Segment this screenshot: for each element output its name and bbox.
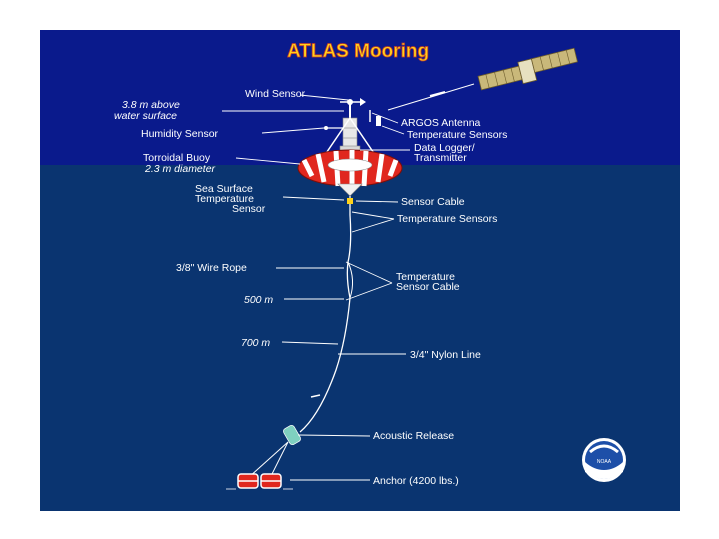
noaa-logo-text: NOAA — [597, 459, 612, 465]
label-depth-700: 700 m — [241, 337, 270, 349]
noaa-logo-icon: NOAA — [582, 438, 626, 482]
label-temp-cable-line1: Temperature — [396, 271, 455, 283]
diagram-title: ATLAS Mooring — [287, 41, 429, 62]
label-sst-line1: Sea Surface — [195, 183, 253, 195]
anchor-icon — [226, 473, 293, 490]
label-wire-rope: 3/8" Wire Rope — [176, 262, 247, 274]
label-temperature-sensors-mid: Temperature Sensors — [397, 213, 497, 225]
label-data-logger-line2: Transmitter — [414, 152, 467, 164]
ocean-background — [40, 165, 680, 511]
acoustic-release-icon — [283, 424, 301, 446]
anchor-line-right — [269, 441, 289, 479]
sensor-cable-marker — [347, 198, 353, 204]
satellite-icon — [477, 47, 578, 91]
label-anchor: Anchor (4200 lbs.) — [373, 475, 459, 487]
label-humidity-sensor: Humidity Sensor — [141, 128, 219, 140]
label-sst-line2: Temperature — [195, 193, 254, 205]
label-sensor-cable: Sensor Cable — [401, 196, 465, 208]
nylon-line-marker — [310, 394, 321, 398]
label-height-line1: 3.8 m above — [122, 99, 180, 111]
label-height-line2: water surface — [114, 110, 177, 122]
label-argos-antenna: ARGOS Antenna — [401, 117, 481, 129]
label-temp-cable-line2: Sensor Cable — [396, 281, 460, 293]
label-sst-line3: Sensor — [232, 203, 266, 215]
label-acoustic-release: Acoustic Release — [373, 430, 454, 442]
wire-rope-line — [299, 196, 352, 433]
leader-lines — [222, 94, 410, 481]
satellite-link-arrow — [429, 91, 446, 97]
anchor-line-left — [247, 441, 289, 479]
satellite-link-line — [387, 83, 475, 111]
temperature-sensor-cable-loop — [347, 261, 354, 299]
label-nylon-line: 3/4" Nylon Line — [410, 349, 481, 361]
label-wind-sensor: Wind Sensor — [245, 88, 306, 100]
label-temperature-sensors-top: Temperature Sensors — [407, 129, 507, 141]
buoy-icon — [297, 98, 403, 197]
label-data-logger-line1: Data Logger/ — [414, 142, 475, 154]
label-buoy-line2: 2.3 m diameter — [144, 163, 216, 175]
label-buoy-line1: Torroidal Buoy — [143, 152, 211, 164]
label-depth-500: 500 m — [244, 294, 273, 306]
